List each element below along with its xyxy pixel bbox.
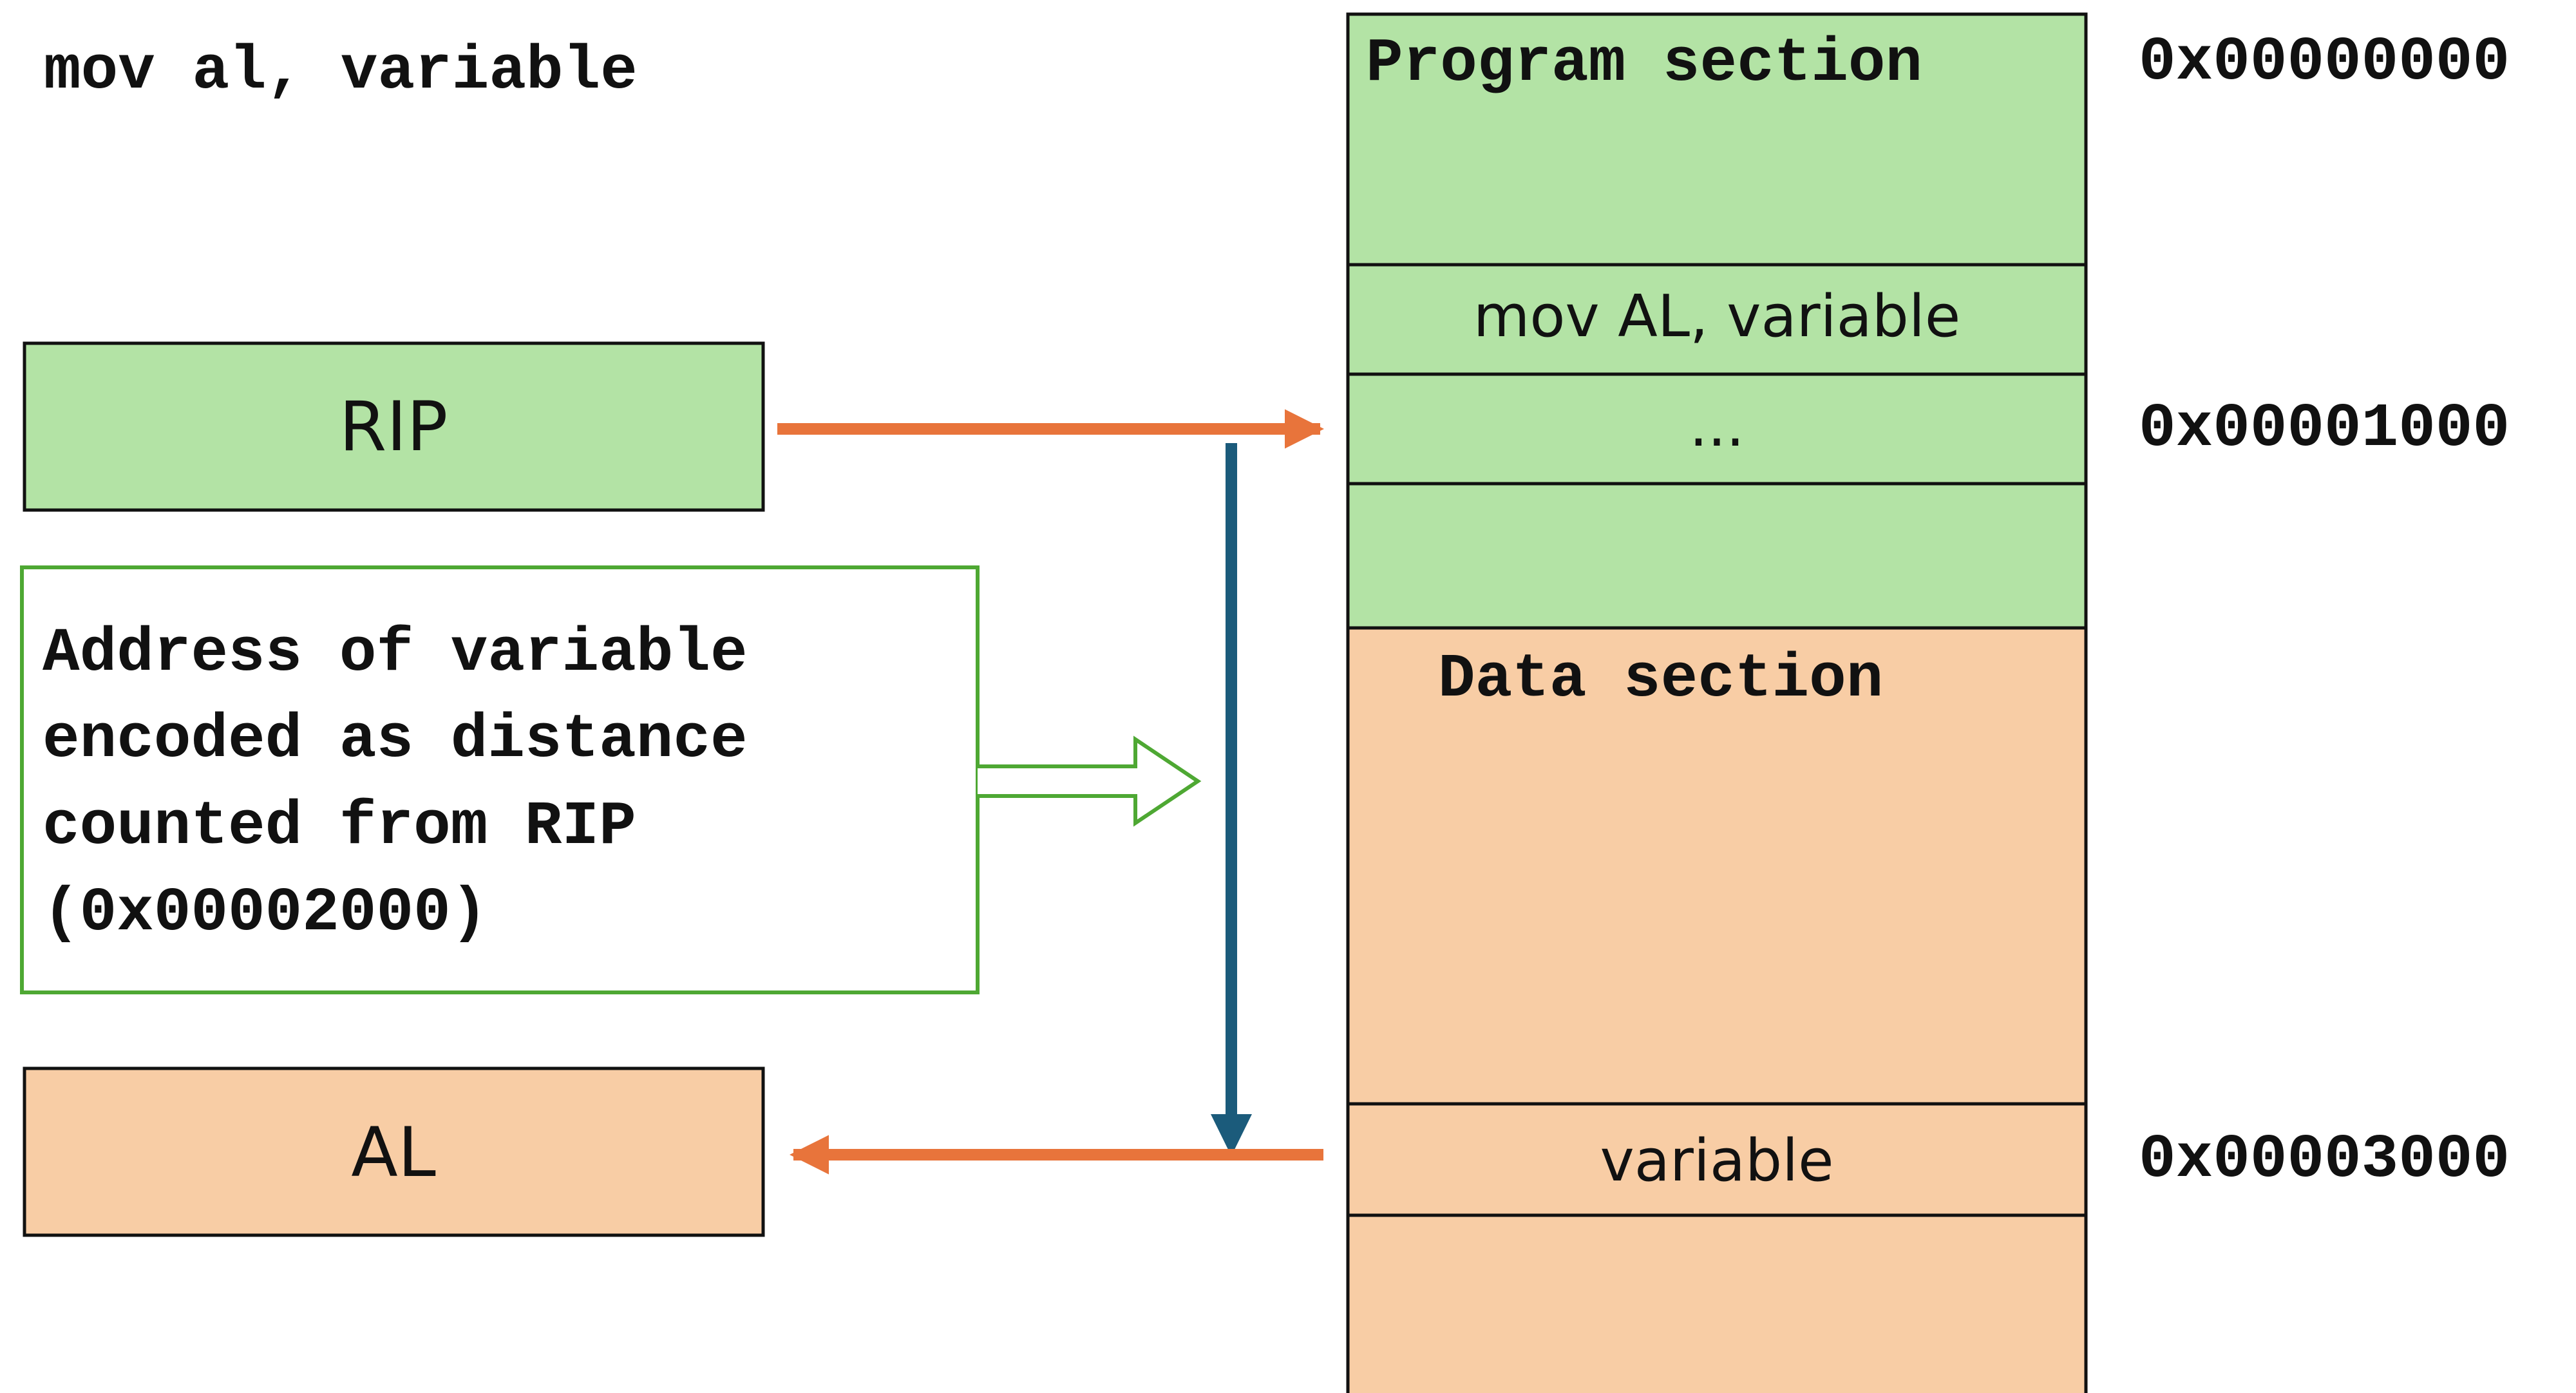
address-variable: 0x00003000: [2139, 1124, 2510, 1195]
al-register-box: [23, 1066, 765, 1237]
offset-note-line-3: counted from RIP: [43, 791, 636, 862]
rip-register: RIP: [23, 341, 765, 512]
program-section-tail: [1346, 482, 2088, 630]
program-section-header: [1346, 12, 2088, 267]
ellipsis-cell: [1346, 372, 2088, 486]
instruction-title: mov al, variable: [44, 36, 638, 106]
offset-note: Address of variable encoded as distance …: [20, 565, 980, 994]
ellipsis-cell-label: ...: [1689, 392, 1745, 460]
address-program-start: 0x00000000: [2139, 27, 2510, 97]
variable-cell: [1346, 1102, 2088, 1217]
al-register-label: AL: [351, 1113, 436, 1192]
data-section-body: [1346, 626, 2088, 1106]
data-section-title: Data section: [1438, 644, 1883, 714]
program-section-title: Program section: [1366, 28, 1922, 99]
al-register: AL: [23, 1066, 765, 1237]
hollow-arrow-right: [978, 735, 1202, 827]
rip-register-box: [23, 341, 765, 512]
data-section-tail: [1346, 1213, 2088, 1393]
offset-note-line-4: (0x00002000): [43, 878, 488, 948]
memory-map: Program section mov AL, variable ... Dat…: [1346, 12, 2088, 1393]
offset-note-line-2: encoded as distance: [43, 705, 748, 775]
rip-register-label: RIP: [339, 387, 448, 466]
address-rip: 0x00001000: [2139, 393, 2510, 464]
variable-cell-label: variable: [1600, 1127, 1833, 1195]
offset-blue-arrowhead: [1211, 1114, 1252, 1156]
offset-note-line-1: Address of variable: [43, 618, 748, 688]
offset-note-box: [20, 565, 980, 994]
instruction-cell-label: mov AL, variable: [1473, 283, 1961, 350]
